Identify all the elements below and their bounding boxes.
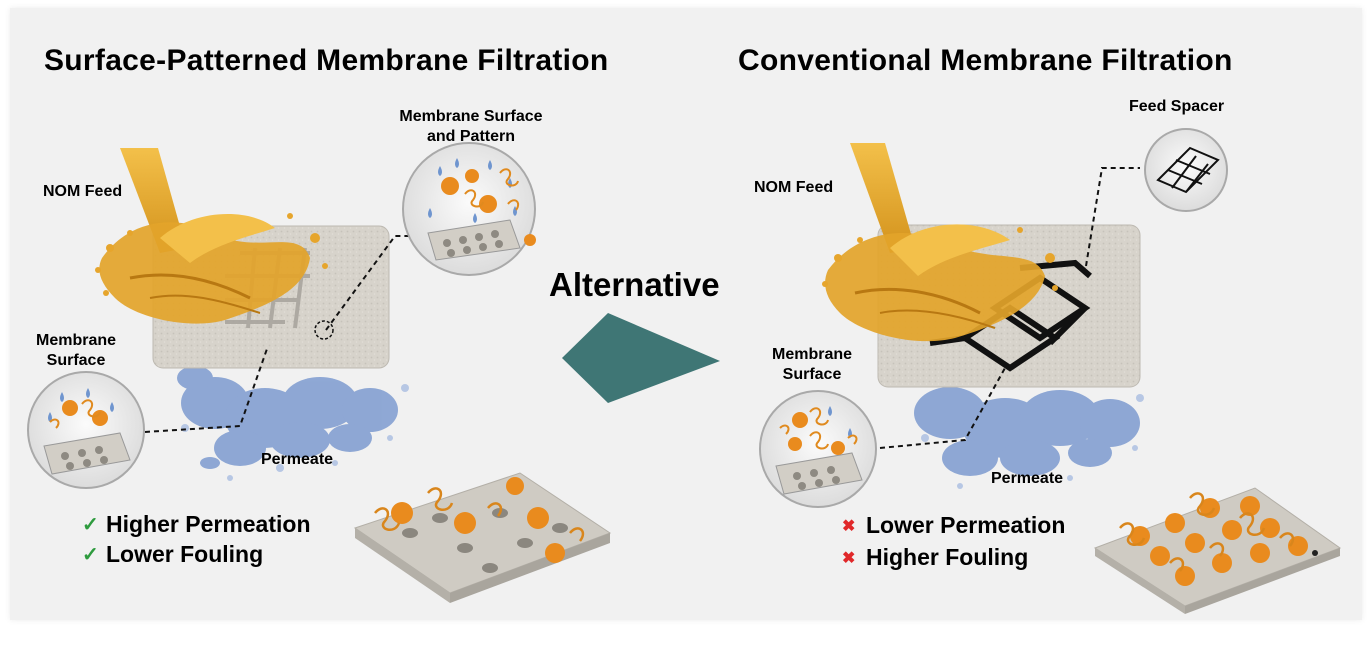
left-callout-top-line1: Membrane Surface	[399, 108, 543, 125]
left-callout-top-label: Membrane Surface and Pattern	[395, 107, 547, 147]
left-result-1-text: Higher Permeation	[106, 511, 311, 537]
left-callout-top-line2: and Pattern	[426, 128, 515, 145]
alternative-arrow	[562, 313, 720, 403]
figure-canvas: Surface-Patterned Membrane Filtration NO…	[10, 8, 1362, 620]
left-result-2: ✓ Lower Fouling	[82, 541, 263, 568]
alternative-label: Alternative	[549, 266, 720, 303]
check-icon: ✓	[82, 514, 99, 536]
right-result-1: ✖ Lower Permeation	[842, 512, 1065, 539]
right-result-membrane	[1093, 487, 1342, 614]
left-permeate-splash	[177, 366, 398, 469]
left-nom-feed-label: NOM Feed	[43, 183, 123, 200]
right-permeate-splash	[914, 387, 1140, 476]
left-callout-left-label: Membrane Surface	[28, 331, 124, 371]
left-callout-left-line1: Membrane	[35, 332, 117, 349]
left-result-2-text: Lower Fouling	[106, 541, 264, 567]
right-result-2: ✖ Higher Fouling	[842, 544, 1028, 571]
left-result-1: ✓ Higher Permeation	[82, 511, 311, 538]
right-magnifier-bottom	[759, 390, 877, 508]
right-nom-feed-label: NOM Feed	[754, 179, 834, 196]
cross-icon: ✖	[842, 517, 856, 535]
left-nom-feed-stream	[99, 148, 310, 324]
right-permeate-label: Permeate	[991, 470, 1064, 487]
right-result-1-text: Lower Permeation	[866, 512, 1066, 538]
check-icon: ✓	[82, 544, 99, 566]
left-callout-left-line2: Surface	[46, 352, 106, 369]
left-magnifier-top	[402, 142, 536, 276]
right-callout-left-line2: Surface	[782, 366, 842, 383]
right-feed-spacer-magnifier	[1144, 128, 1228, 212]
right-callout-left-line1: Membrane	[771, 346, 853, 363]
feed-spacer-label: Feed Spacer	[1129, 98, 1225, 115]
cross-icon: ✖	[842, 549, 856, 567]
diagram-artwork	[27, 128, 1342, 614]
left-permeate-label: Permeate	[261, 451, 334, 468]
left-magnifier-bottom	[27, 371, 145, 489]
right-nom-feed-stream	[825, 143, 1045, 342]
left-result-membrane	[353, 472, 612, 603]
right-panel-title: Conventional Membrane Filtration	[738, 44, 1233, 77]
right-result-2-text: Higher Fouling	[866, 544, 1029, 570]
right-callout-lines	[879, 167, 1140, 449]
right-callout-left-label: Membrane Surface	[764, 345, 860, 385]
left-panel-title: Surface-Patterned Membrane Filtration	[44, 44, 609, 77]
